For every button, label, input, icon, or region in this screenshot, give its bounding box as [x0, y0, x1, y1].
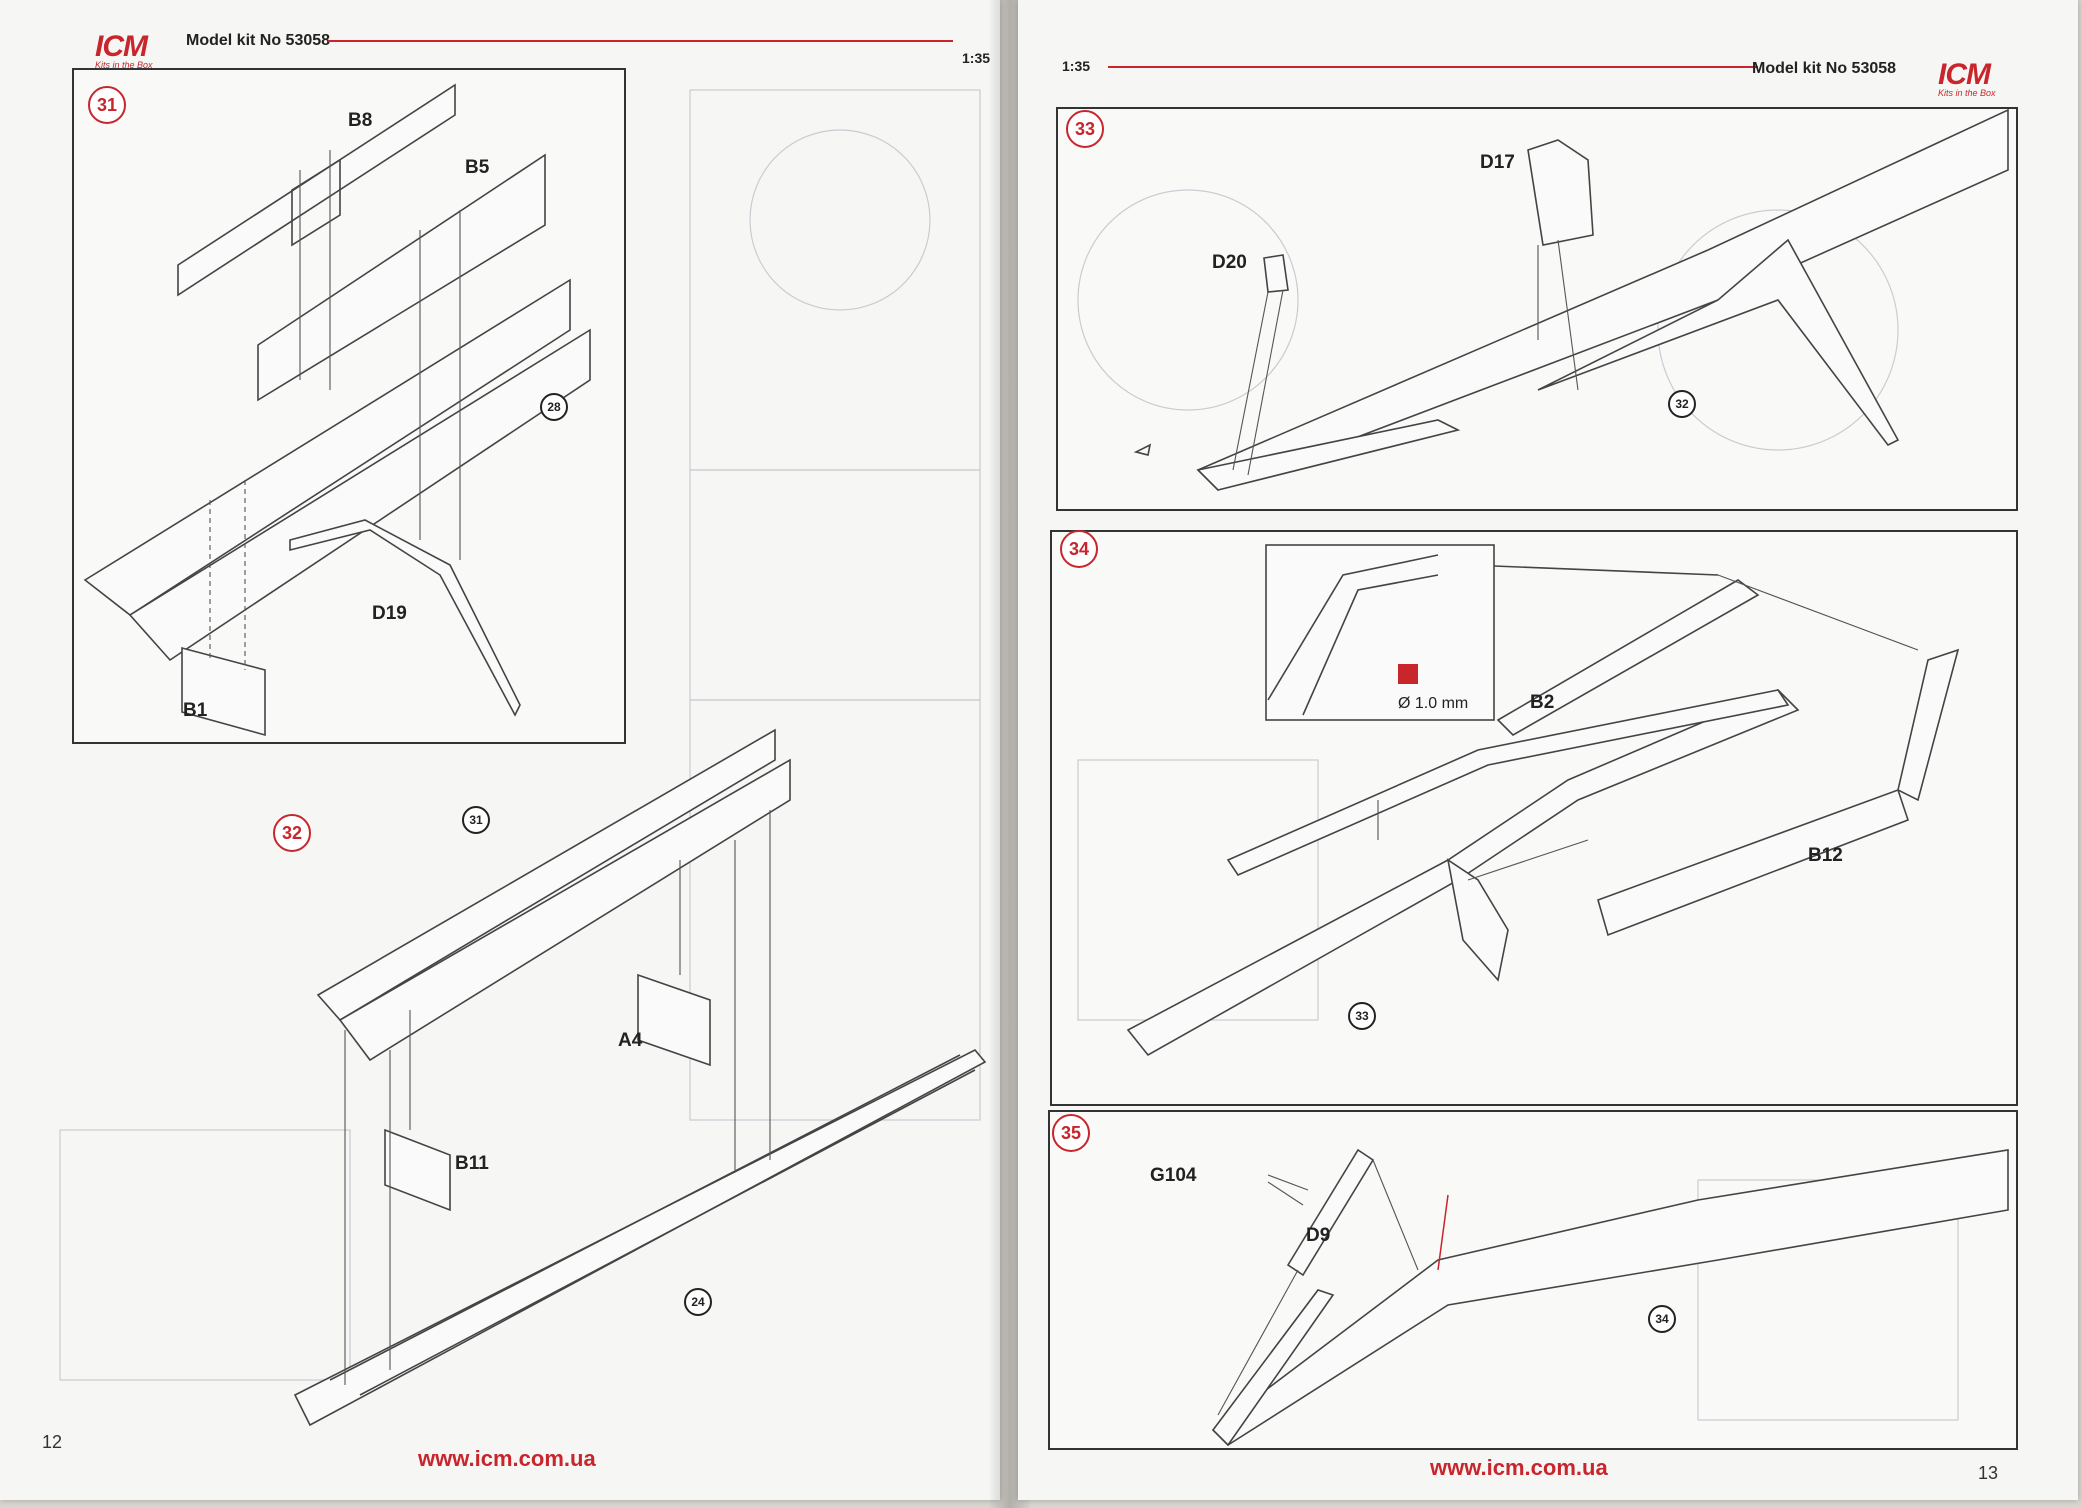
step-32-frame-lower	[338, 758, 791, 1062]
drill-icon	[1398, 664, 1418, 684]
inset-pointer	[1493, 565, 1719, 576]
step-32-frame-upper	[316, 728, 776, 1022]
label-g104: G104	[1150, 1165, 1197, 1186]
step-35-number: 35	[1052, 1114, 1090, 1152]
step-33-stub	[1133, 443, 1152, 456]
arrow-d20-1	[1232, 291, 1269, 471]
part-d19-shape	[289, 519, 521, 717]
arrow-g104-2	[1267, 1181, 1304, 1206]
part-b12-fin	[1897, 648, 1960, 802]
step-34-number: 34	[1060, 530, 1098, 568]
ref-32: 32	[1668, 390, 1696, 418]
ghost-panel-2	[689, 469, 981, 701]
footer-url[interactable]: www.icm.com.ua	[418, 1446, 596, 1471]
step-31-32-drawing	[59, 83, 987, 1427]
arrow-d9-1	[1217, 1269, 1299, 1416]
header-rule	[328, 40, 953, 42]
part-d9-shape	[1286, 1148, 1375, 1277]
step-35-fin	[1211, 1289, 1335, 1447]
footer-url[interactable]: www.icm.com.ua	[1430, 1455, 1608, 1480]
frame-28-shape	[83, 278, 571, 616]
ghost-circle-1	[1077, 189, 1299, 411]
step-31-number: 31	[88, 86, 126, 124]
step-33-floor	[1196, 419, 1461, 491]
arrow-b2	[1717, 574, 1919, 651]
part-b8-shape	[177, 83, 456, 297]
ref-24: 24	[684, 1288, 712, 1316]
label-b5: B5	[465, 157, 490, 178]
label-b1: B1	[183, 700, 208, 721]
label-b12: B12	[1808, 845, 1843, 866]
ghost-panel-1	[689, 89, 981, 471]
label-b8: B8	[348, 110, 373, 131]
scale-label: 1:35	[1062, 58, 1091, 74]
label-a4: A4	[618, 1030, 643, 1051]
label-b11: B11	[455, 1153, 489, 1174]
ref-31: 31	[462, 806, 490, 834]
kit-number-label: Model kit No 53058	[1752, 60, 1897, 77]
part-a4-shape	[637, 973, 711, 1067]
frame-28-lower	[128, 328, 591, 662]
step-33-fin	[1537, 238, 1900, 447]
inset-part	[1267, 554, 1439, 716]
arrow-d9-2	[1372, 1159, 1419, 1271]
scale-label: 1:35	[962, 50, 991, 66]
part-b12-shape	[1597, 788, 1910, 937]
drill-size-label: Ø 1.0 mm	[1398, 695, 1469, 712]
ref-34: 34	[1648, 1305, 1676, 1333]
ghost-panel-4	[59, 1129, 351, 1381]
label-d19: D19	[372, 603, 407, 624]
step-32-number: 32	[273, 814, 311, 852]
inset-drill-frame	[1265, 544, 1495, 721]
part-b2-frame	[1226, 689, 1790, 877]
arrow-b12-1	[1467, 839, 1589, 881]
page-number: 13	[1978, 1463, 1999, 1483]
part-b8-vent	[291, 158, 341, 247]
label-d17: D17	[1480, 152, 1515, 173]
step-33-35-drawing	[1077, 108, 2009, 1447]
part-b1-shape	[181, 646, 266, 737]
ref-28: 28	[540, 393, 568, 421]
arrow-d20-2	[1247, 289, 1284, 476]
header-rule	[1108, 66, 1758, 68]
kit-number-label: Model kit No 53058	[186, 32, 331, 49]
part-d20-shape	[1263, 254, 1289, 293]
step-33-number: 33	[1066, 110, 1104, 148]
ghost-circle	[749, 129, 931, 311]
part-d17-shape	[1527, 139, 1594, 246]
label-b2: B2	[1530, 692, 1555, 713]
part-b11-shape	[384, 1128, 451, 1212]
step-34-lower-fin	[1446, 858, 1509, 982]
label-d20: D20	[1212, 252, 1247, 273]
step-35-boom	[1211, 1149, 2009, 1447]
ghost-panel-1	[1077, 759, 1319, 1021]
part-24-floor	[293, 1048, 987, 1427]
arrow-g104-1	[1267, 1174, 1309, 1191]
page-number: 12	[42, 1432, 63, 1452]
part-24-floor-ribs	[329, 1054, 976, 1396]
ref-33: 33	[1348, 1002, 1376, 1030]
part-b2-spine	[1496, 579, 1760, 736]
drill-leader	[1437, 1194, 1449, 1271]
label-d9: D9	[1306, 1225, 1331, 1246]
arrow-d17-2	[1557, 239, 1579, 391]
